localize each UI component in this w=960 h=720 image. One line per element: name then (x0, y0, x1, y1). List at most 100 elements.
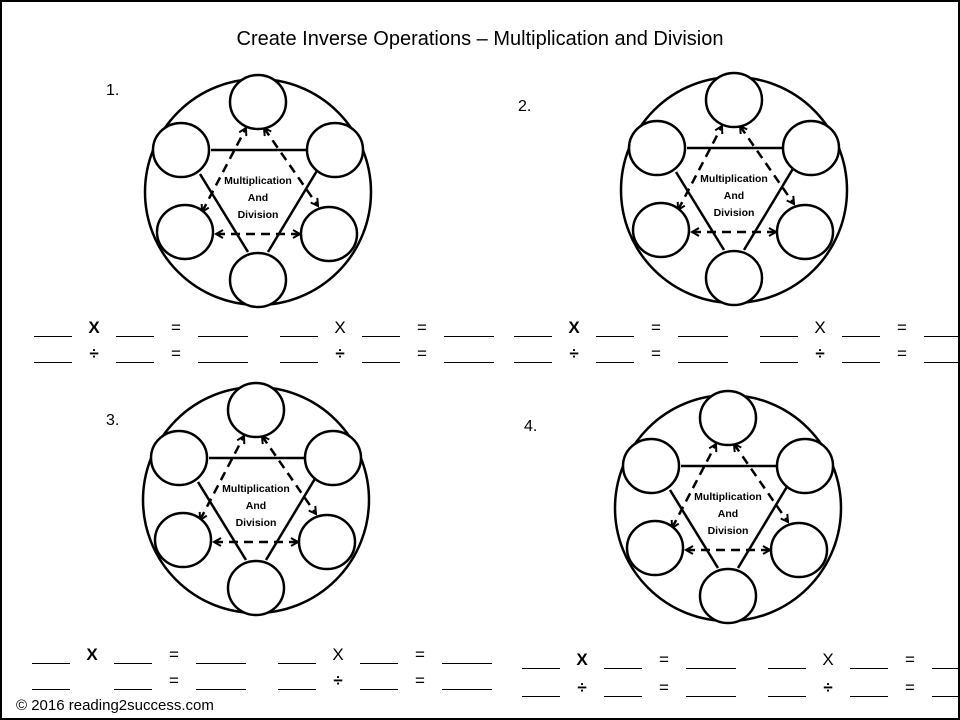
answer-circle[interactable] (226, 381, 286, 439)
answer-blank[interactable] (760, 344, 798, 363)
operator-symbol: = (659, 650, 669, 669)
answer-circle[interactable] (775, 437, 835, 495)
operator-symbol: = (169, 645, 179, 664)
answer-blank[interactable] (924, 318, 958, 337)
operator-symbol: = (897, 318, 907, 337)
operator-symbol: X (88, 318, 100, 337)
equation-row: X=X= (32, 642, 506, 664)
answer-blank[interactable] (32, 645, 70, 664)
answer-circle[interactable] (305, 121, 365, 179)
equation-row: ÷=÷= (522, 675, 958, 697)
answer-blank[interactable] (768, 678, 806, 697)
answer-circle[interactable] (297, 513, 357, 571)
answer-blank[interactable] (198, 344, 248, 363)
answer-blank[interactable] (514, 344, 552, 363)
answer-blank[interactable] (34, 318, 72, 337)
operator-symbol: = (905, 678, 915, 697)
answer-circle[interactable] (704, 249, 764, 307)
equation-row: X=X= (34, 315, 508, 337)
answer-blank[interactable] (604, 650, 642, 669)
answer-blank[interactable] (522, 650, 560, 669)
answer-blank[interactable] (442, 671, 492, 690)
center-label: Division (714, 207, 755, 219)
center-label: And (724, 190, 744, 202)
answer-blank[interactable] (32, 671, 70, 690)
answer-blank[interactable] (522, 678, 560, 697)
answer-circle[interactable] (151, 121, 211, 179)
answer-circle[interactable] (228, 251, 288, 309)
dashed-arrow (740, 126, 794, 204)
answer-blank[interactable] (362, 318, 400, 337)
answer-blank[interactable] (360, 645, 398, 664)
answer-circle[interactable] (698, 389, 758, 447)
answer-blank[interactable] (686, 678, 736, 697)
answer-blank[interactable] (842, 344, 880, 363)
center-label: Division (236, 517, 277, 529)
equation-row: ÷=÷= (34, 341, 508, 363)
answer-circle[interactable] (769, 521, 829, 579)
answer-blank[interactable] (360, 671, 398, 690)
answer-blank[interactable] (196, 671, 246, 690)
center-label: Multiplication (222, 483, 290, 495)
answer-blank[interactable] (362, 344, 400, 363)
answer-blank[interactable] (444, 344, 494, 363)
operator-symbol: = (651, 318, 661, 337)
answer-blank[interactable] (678, 344, 728, 363)
answer-circle[interactable] (621, 437, 681, 495)
answer-circle[interactable] (299, 205, 359, 263)
operator-symbol: ÷ (823, 678, 833, 697)
answer-circle[interactable] (625, 519, 685, 577)
answer-blank[interactable] (278, 645, 316, 664)
answer-circle[interactable] (149, 429, 209, 487)
answer-circle[interactable] (775, 203, 835, 261)
answer-circle[interactable] (704, 71, 764, 129)
answer-circle[interactable] (153, 511, 213, 569)
operator-symbol: ÷ (335, 344, 345, 363)
answer-blank[interactable] (442, 645, 492, 664)
answer-blank[interactable] (768, 650, 806, 669)
answer-blank[interactable] (196, 645, 246, 664)
answer-blank[interactable] (842, 318, 880, 337)
answer-circle[interactable] (155, 203, 215, 261)
answer-blank[interactable] (596, 318, 634, 337)
answer-blank[interactable] (280, 344, 318, 363)
equation-row: ÷=÷= (514, 341, 958, 363)
answer-circle[interactable] (226, 559, 286, 617)
copyright-footer: © 2016 reading2success.com (16, 697, 214, 714)
answer-circle[interactable] (228, 73, 288, 131)
answer-blank[interactable] (198, 318, 248, 337)
answer-blank[interactable] (678, 318, 728, 337)
answer-blank[interactable] (278, 671, 316, 690)
answer-blank[interactable] (850, 678, 888, 697)
center-label: Multiplication (224, 175, 292, 187)
answer-blank[interactable] (932, 650, 958, 669)
answer-blank[interactable] (932, 678, 958, 697)
answer-circle[interactable] (627, 119, 687, 177)
answer-blank[interactable] (850, 650, 888, 669)
answer-blank[interactable] (924, 344, 958, 363)
answer-blank[interactable] (114, 671, 152, 690)
answer-circle[interactable] (698, 567, 758, 625)
answer-blank[interactable] (760, 318, 798, 337)
answer-blank[interactable] (116, 344, 154, 363)
operator-symbol: X (814, 318, 826, 337)
operator-symbol: ÷ (815, 344, 825, 363)
operator-symbol: ÷ (577, 678, 587, 697)
answer-circle[interactable] (781, 119, 841, 177)
answer-circle[interactable] (631, 201, 691, 259)
answer-blank[interactable] (114, 645, 152, 664)
answer-blank[interactable] (444, 318, 494, 337)
answer-blank[interactable] (34, 344, 72, 363)
answer-blank[interactable] (596, 344, 634, 363)
answer-circle[interactable] (303, 429, 363, 487)
answer-blank[interactable] (604, 678, 642, 697)
answer-blank[interactable] (280, 318, 318, 337)
equation-row: =÷= (32, 668, 506, 690)
answer-blank[interactable] (514, 318, 552, 337)
dashed-arrow (262, 436, 316, 514)
answer-blank[interactable] (686, 650, 736, 669)
operator-symbol: = (897, 344, 907, 363)
problem-number-2: 2. (518, 98, 532, 115)
answer-blank[interactable] (116, 318, 154, 337)
